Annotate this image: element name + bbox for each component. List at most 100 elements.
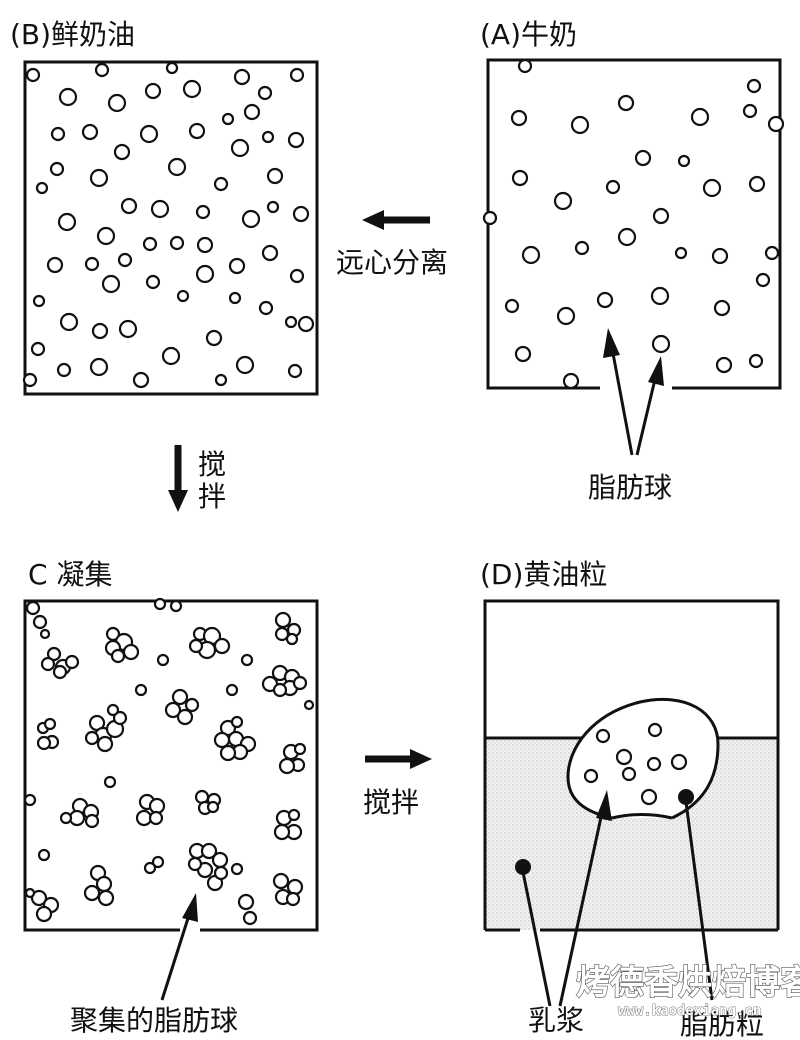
fat-cluster-globule (52, 664, 68, 680)
panel-d-butter-grains (483, 599, 780, 932)
fat-globule (556, 306, 576, 326)
fat-cluster-globule (95, 875, 113, 893)
fat-globule (617, 94, 635, 112)
fat-cluster-globule (84, 813, 100, 829)
fat-globule (755, 272, 771, 288)
fat-cluster-globule (274, 626, 290, 642)
fat-cluster-globule (37, 848, 51, 862)
fat-cluster-globule (83, 884, 101, 902)
fat-globule (32, 294, 46, 308)
pointer-aggregated (160, 893, 198, 1001)
fat-cluster-globule (106, 703, 120, 717)
fat-globule (49, 161, 65, 177)
fat-globule (596, 291, 614, 309)
fat-globule (176, 289, 190, 303)
panel-d-fat-globules (583, 722, 688, 806)
panel-a-fat-globules (482, 58, 785, 390)
fat-globule (235, 355, 255, 375)
fat-cluster-globule (135, 809, 153, 827)
fat-globule (169, 235, 185, 251)
fat-globule (132, 371, 150, 389)
fat-globule (165, 61, 179, 75)
fat-cluster-globule (103, 775, 117, 789)
fat-globule (161, 346, 181, 366)
fat-cluster-globule (24, 887, 36, 899)
fat-cluster-globule (211, 851, 229, 869)
fat-globule (650, 286, 670, 306)
fat-globule (646, 756, 662, 772)
panel-c-fat-clusters (23, 597, 315, 926)
fat-cluster-globule (46, 646, 62, 662)
fat-cluster-globule (32, 614, 48, 630)
fat-globule (81, 123, 99, 141)
fat-cluster-globule (110, 648, 126, 664)
panel-b-fat-globules (22, 61, 315, 389)
fat-globule (258, 300, 274, 316)
fat-globule (748, 175, 766, 193)
fat-cluster-globule (25, 600, 41, 616)
fat-globule (482, 210, 498, 226)
fat-cluster-globule (169, 599, 183, 613)
fat-globule (59, 312, 79, 332)
fat-globule (101, 274, 121, 294)
fat-globule (767, 115, 785, 133)
fat-globule (670, 753, 688, 771)
fat-globule (605, 179, 621, 195)
arrow-stir-down (168, 445, 188, 512)
fat-cluster-globule (122, 643, 140, 661)
fat-cluster-globule (151, 855, 165, 869)
label-stir-horizontal: 搅拌 (363, 786, 419, 819)
fat-globule (570, 115, 590, 135)
fat-globule (96, 226, 116, 246)
fat-globule (742, 103, 758, 119)
fat-globule (30, 341, 46, 357)
fat-cluster-globule (240, 653, 254, 667)
fat-globule (677, 154, 691, 168)
fat-cluster-globule (213, 637, 231, 655)
fat-cluster-globule (96, 735, 114, 753)
fat-globule (118, 319, 138, 339)
fat-globule (142, 236, 158, 252)
arrow-centrifuge (362, 210, 430, 230)
fat-cluster-globule (35, 905, 53, 923)
fat-globule (562, 372, 580, 390)
fat-globule (228, 257, 246, 275)
fat-globule (266, 200, 280, 214)
fat-cluster-globule (176, 708, 194, 726)
fat-globule (504, 298, 520, 314)
fat-cluster-globule (134, 683, 148, 697)
fat-cluster-globule (230, 715, 244, 729)
fat-globule (583, 768, 599, 784)
fat-cluster-globule (285, 891, 301, 907)
fat-globule (514, 345, 532, 363)
fat-globule (120, 197, 138, 215)
panel-b-cream (22, 60, 319, 396)
label-centrifuge: 远心分离 (336, 246, 448, 279)
fat-cluster-globule (213, 731, 231, 749)
pointer-fat-grain (684, 801, 714, 1001)
fat-globule (195, 204, 211, 220)
fat-cluster-globule (213, 865, 229, 881)
fat-grain-dot (678, 789, 694, 805)
fat-globule (221, 112, 235, 126)
panel-c-frame (23, 599, 319, 932)
fat-globule (182, 79, 202, 99)
fat-globule (715, 356, 733, 374)
fat-globule (289, 67, 305, 83)
fat-cluster-globule (278, 757, 296, 775)
fat-globule (89, 168, 109, 188)
fat-cluster-globule (184, 697, 200, 713)
fat-globule (243, 103, 261, 121)
fat-globule (746, 78, 762, 94)
fat-globule (214, 373, 228, 387)
arrow-stir-right (365, 749, 432, 769)
fat-cluster-globule (303, 699, 315, 711)
fat-globule (595, 728, 611, 744)
fat-cluster-globule (23, 793, 37, 807)
fat-globule (647, 722, 663, 738)
panel-a-milk (482, 58, 785, 390)
watermark-url: www.kaodexiang.cn (618, 1003, 761, 1019)
fat-cluster-globule (39, 628, 51, 640)
label-buttermilk: 乳浆 (528, 1004, 584, 1037)
pointer-buttermilk (521, 790, 612, 1007)
